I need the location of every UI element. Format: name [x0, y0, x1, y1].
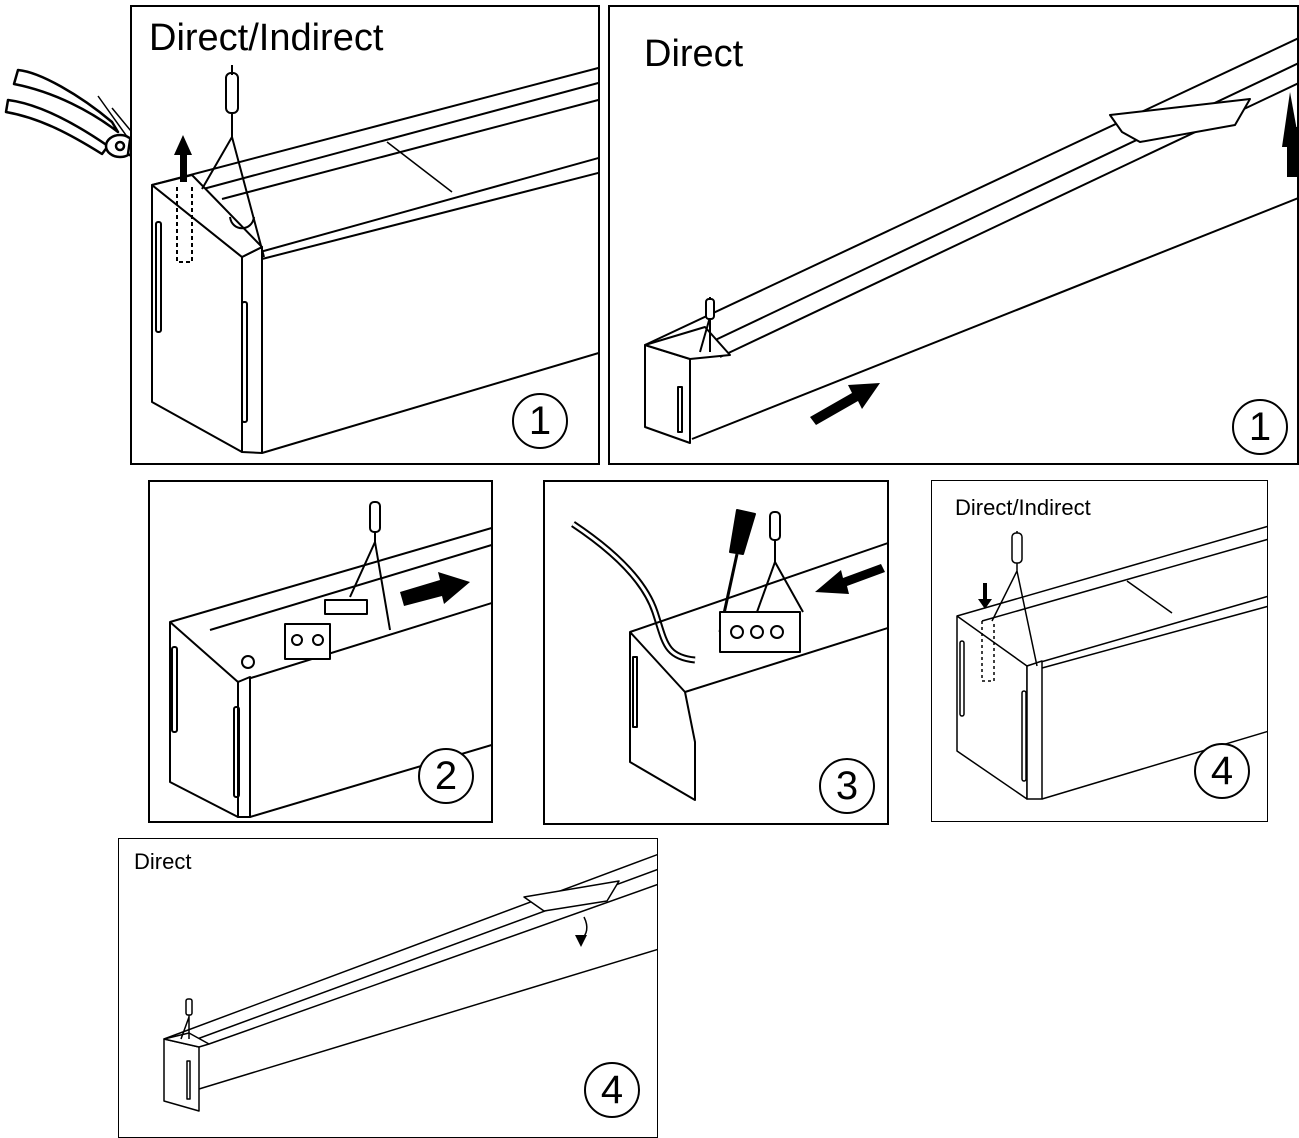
arrow-left-icon [815, 564, 885, 594]
panel-title: Direct [644, 33, 744, 75]
luminaire-terminal-illustration [169, 501, 491, 818]
panel-step2: 2 [148, 480, 493, 823]
panel-step1-direct-indirect: Direct/Indirect 1 [130, 5, 600, 465]
luminaire-end-illustration [956, 525, 1267, 800]
luminaire-long-illustration [163, 853, 657, 1112]
arrow-right-icon [400, 572, 470, 606]
luminaire-long-illustration [644, 37, 1297, 444]
luminaire-wiring-illustration [571, 509, 887, 801]
panel-step3: 3 [543, 480, 889, 825]
panel-title: Direct/Indirect [149, 17, 384, 59]
panel-step1-direct: Direct 1 [608, 5, 1299, 465]
panel-title: Direct [134, 849, 192, 874]
step-number-badge: 1 [1232, 399, 1288, 455]
step-number-badge: 2 [418, 748, 474, 804]
panel-title: Direct/Indirect [955, 495, 1091, 520]
panel-step4-direct-indirect: Direct/Indirect 4 [931, 480, 1268, 822]
arrow-down-icon [978, 583, 992, 609]
arrow-up-icon [1282, 92, 1297, 177]
arrow-right-icon [810, 383, 880, 425]
arrow-rotate-icon [575, 935, 587, 947]
step-number-badge: 4 [584, 1062, 640, 1118]
step-number-badge: 4 [1194, 743, 1250, 799]
panel-step4-direct: Direct 4 [118, 838, 658, 1138]
step-number-badge: 3 [819, 758, 875, 814]
arrow-up-icon [174, 135, 192, 182]
step-number-badge: 1 [512, 393, 568, 449]
luminaire-end-illustration [151, 65, 598, 454]
